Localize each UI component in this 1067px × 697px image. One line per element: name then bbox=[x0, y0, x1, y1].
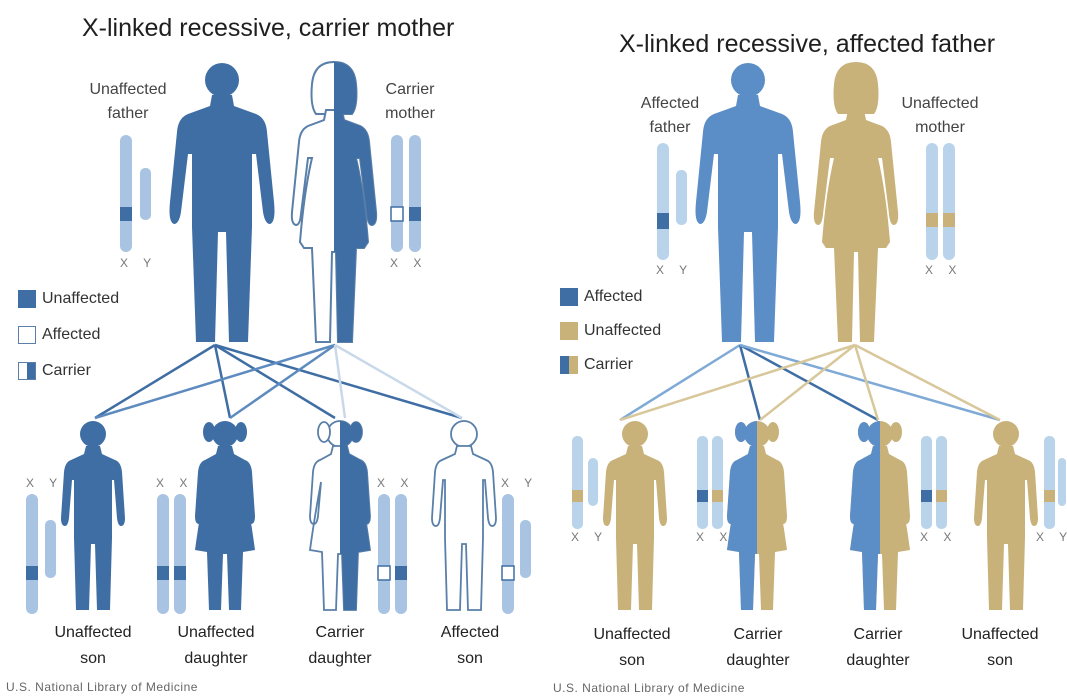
line bbox=[215, 345, 462, 418]
right-child-label-4: Unaffected son bbox=[940, 622, 1060, 674]
legend-item: Unaffected bbox=[560, 320, 661, 342]
legend-item: Carrier bbox=[560, 354, 661, 376]
child-figure bbox=[727, 421, 787, 610]
right-mother-label: Unaffected mother bbox=[880, 92, 1000, 140]
left-child-label-4: Affected son bbox=[410, 620, 530, 672]
label-line: Affected bbox=[610, 92, 730, 116]
label-line: Unaffected bbox=[880, 92, 1000, 116]
right-mother-chrom-label: X X bbox=[925, 263, 962, 277]
right-credit: U.S. National Library of Medicine bbox=[553, 681, 745, 695]
label-line: father bbox=[610, 116, 730, 140]
left-credit: U.S. National Library of Medicine bbox=[6, 680, 198, 694]
left-father-chrom-label: X Y bbox=[120, 256, 157, 270]
right-title: X-linked recessive, affected father bbox=[619, 30, 995, 59]
child-chrom-label: X Y bbox=[26, 476, 63, 490]
left-child-label-1: Unaffected son bbox=[33, 620, 153, 672]
legend-label: Carrier bbox=[42, 362, 91, 380]
child-figure bbox=[850, 421, 910, 610]
label-line: son bbox=[410, 646, 530, 672]
legend-label: Carrier bbox=[584, 356, 633, 374]
left-title: X-linked recessive, carrier mother bbox=[82, 14, 454, 43]
legend-swatch bbox=[18, 290, 36, 308]
line bbox=[760, 345, 855, 420]
child-figure bbox=[61, 421, 125, 610]
right-child-label-2: Carrier daughter bbox=[698, 622, 818, 674]
legend-label: Affected bbox=[42, 326, 100, 344]
left-mother-chrom-label: X X bbox=[390, 256, 427, 270]
right-inheritance-lines bbox=[620, 345, 1000, 420]
line bbox=[215, 345, 335, 418]
label-line: Unaffected bbox=[156, 620, 276, 646]
mother-chromosomes-right bbox=[926, 143, 955, 260]
legend-swatch bbox=[560, 288, 578, 306]
child-chrom-label: X X bbox=[920, 530, 957, 544]
left-child-label-3: Carrier daughter bbox=[280, 620, 400, 672]
label-line: mother bbox=[355, 102, 465, 126]
legend-label: Unaffected bbox=[42, 290, 119, 308]
label-line: Carrier bbox=[698, 622, 818, 648]
left-inheritance-lines bbox=[95, 345, 462, 418]
child-chrom-label: X X bbox=[696, 530, 733, 544]
label-line: Unaffected bbox=[940, 622, 1060, 648]
child-chrom-label: X Y bbox=[1036, 530, 1067, 544]
mother-chromosomes-left bbox=[391, 135, 421, 252]
label-line: Carrier bbox=[818, 622, 938, 648]
legend-label: Affected bbox=[584, 288, 642, 306]
left-father-label: Unaffected father bbox=[68, 78, 188, 126]
line bbox=[335, 345, 462, 418]
label-line: daughter bbox=[818, 648, 938, 674]
line bbox=[95, 345, 335, 418]
legend-item: Affected bbox=[560, 286, 661, 308]
legend-item: Unaffected bbox=[18, 288, 119, 310]
legend-swatch bbox=[560, 322, 578, 340]
label-line: Carrier bbox=[280, 620, 400, 646]
line bbox=[740, 345, 1000, 420]
label-line: father bbox=[68, 102, 188, 126]
child-figure bbox=[310, 421, 370, 610]
left-mother-label: Carrier mother bbox=[355, 78, 465, 126]
legend-swatch bbox=[18, 326, 36, 344]
right-child-label-1: Unaffected son bbox=[572, 622, 692, 674]
label-line: Unaffected bbox=[33, 620, 153, 646]
line bbox=[855, 345, 1000, 420]
label-line: mother bbox=[880, 116, 1000, 140]
label-line: daughter bbox=[698, 648, 818, 674]
label-line: Unaffected bbox=[68, 78, 188, 102]
right-legend: Affected Unaffected Carrier bbox=[560, 286, 661, 376]
label-line: Carrier bbox=[355, 78, 465, 102]
father-chromosomes-right bbox=[657, 143, 687, 260]
left-legend: Unaffected Affected Carrier bbox=[18, 288, 119, 382]
label-line: daughter bbox=[280, 646, 400, 672]
right-father-chrom-label: X Y bbox=[656, 263, 693, 277]
legend-swatch bbox=[18, 362, 36, 380]
line bbox=[740, 345, 760, 420]
child-figure bbox=[195, 421, 255, 610]
father-chromosomes-left bbox=[120, 135, 151, 252]
legend-label: Unaffected bbox=[584, 322, 661, 340]
left-child-label-2: Unaffected daughter bbox=[156, 620, 276, 672]
child-chrom-label: X Y bbox=[501, 476, 538, 490]
child-figure bbox=[974, 421, 1038, 610]
label-line: Affected bbox=[410, 620, 530, 646]
child-figure bbox=[432, 421, 496, 610]
label-line: son bbox=[33, 646, 153, 672]
legend-item: Carrier bbox=[18, 360, 119, 382]
label-line: son bbox=[940, 648, 1060, 674]
legend-swatch bbox=[560, 356, 578, 374]
child-chrom-label: X X bbox=[377, 476, 414, 490]
child-chrom-label: X Y bbox=[571, 530, 608, 544]
right-child-label-3: Carrier daughter bbox=[818, 622, 938, 674]
label-line: son bbox=[572, 648, 692, 674]
child-figure bbox=[603, 421, 667, 610]
label-line: Unaffected bbox=[572, 622, 692, 648]
right-father-label: Affected father bbox=[610, 92, 730, 140]
label-line: daughter bbox=[156, 646, 276, 672]
child-chrom-label: X X bbox=[156, 476, 193, 490]
legend-item: Affected bbox=[18, 324, 119, 346]
